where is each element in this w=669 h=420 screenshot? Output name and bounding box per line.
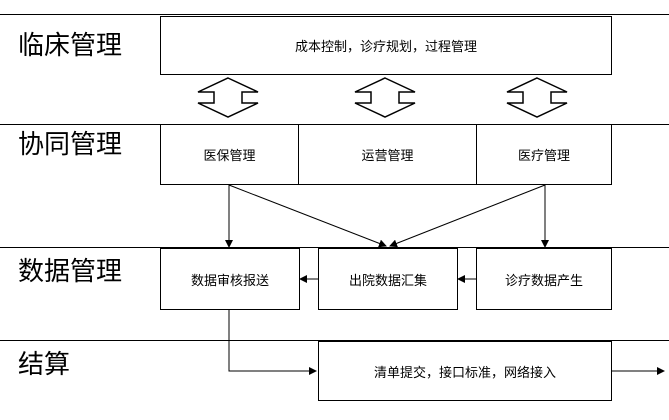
double-arrow-2 — [354, 77, 416, 118]
box-operations: 运营管理 — [298, 124, 477, 185]
box-data-review-submit: 数据审核报送 — [160, 248, 300, 310]
arrow-review-to-settlement — [228, 310, 317, 375]
layer-label-clinical: 临床管理 — [18, 31, 123, 61]
layer-label-collaborative: 协同管理 — [18, 130, 123, 160]
layer-label-data: 数据管理 — [18, 257, 123, 287]
box-discharge-aggregation: 出院数据汇集 — [318, 248, 458, 310]
box-medical-insurance: 医保管理 — [160, 124, 299, 185]
box-medical-treatment: 医疗管理 — [476, 124, 612, 185]
arrow-insurance-to-aggregation — [228, 184, 387, 248]
arrow-medical-to-aggregation — [389, 184, 546, 248]
double-arrow-3 — [506, 77, 568, 118]
double-arrow-1 — [197, 77, 259, 118]
box-clinical-top: 成本控制，诊疗规划，过程管理 — [160, 16, 612, 75]
layer-label-settlement: 结算 — [18, 350, 71, 380]
box-settlement: 清单提交，接口标准，网络接入 — [318, 341, 612, 401]
box-treatment-data-generation: 诊疗数据产生 — [476, 248, 612, 310]
